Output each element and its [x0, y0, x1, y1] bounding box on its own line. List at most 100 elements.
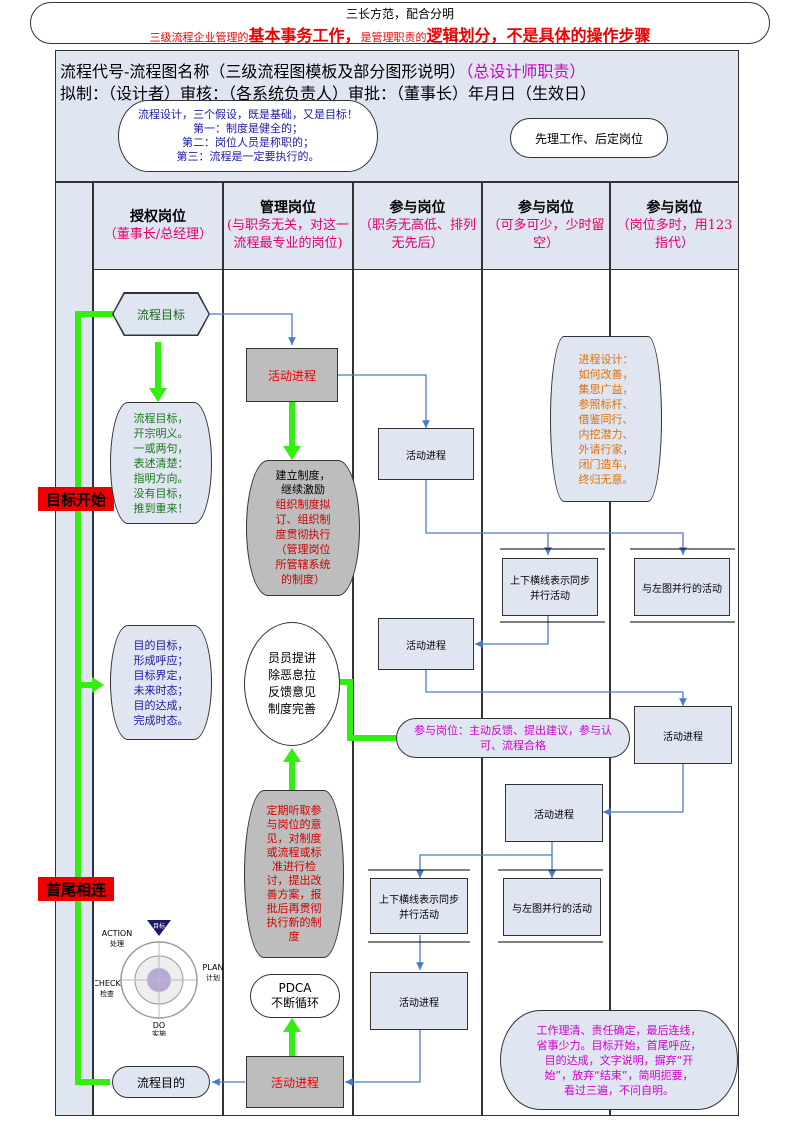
assumptions-box: 流程设计，三个假设，既是基础，又是目标！ 第一：制度是健全的； 第二：岗位人员是… — [118, 100, 378, 172]
final-line: 目的达成，文字说明，摒弃“开 — [544, 1053, 694, 1067]
review-line: 讨，提出改 — [266, 874, 322, 887]
note-line: 目的目标， — [133, 638, 189, 652]
note-line: 一或两句， — [133, 441, 189, 455]
arrow-p1d-to-bottom — [345, 1030, 421, 1086]
feedback-line: 制度完善 — [267, 702, 316, 716]
review-line: 善方案，报 — [266, 888, 322, 901]
system-line: （管理岗位 — [275, 543, 331, 556]
system-node: 建立制度， 继续激励 组织制度拟 订、组织制 度贯彻执行 （管理岗位 所管辖系统… — [246, 460, 360, 596]
review-line: 准进行检 — [272, 860, 316, 873]
note-line: 目标界定， — [133, 668, 189, 682]
lane-header-5: 参与岗位 （岗位多时，用123指代） — [610, 182, 739, 270]
goal-node-text: 流程目标 — [113, 293, 209, 335]
lane-sub: （董事长/总经理） — [103, 227, 213, 242]
purpose-node: 流程目的 — [112, 1066, 210, 1098]
activity-p1b: 活动进程 — [378, 618, 474, 670]
purpose-note: 目的目标，形成呼应；目标界定，未来时态；目的达成，完成时态。 — [110, 625, 212, 740]
assumption-line: 第三：流程是一定要执行的。 — [176, 150, 320, 163]
review-line: 度 — [288, 930, 300, 943]
sign-line: 拟制：（设计者）审核：（各系统负责人）审批：（董事长）年月日（生效日） — [60, 84, 597, 103]
green-arrow-feedback — [340, 679, 396, 741]
lane-header-2: 管理岗位 (与职务无关，对这一流程最专业的岗位) — [223, 182, 353, 270]
banner-part-b: 基本事务工作， — [248, 26, 361, 45]
system-line: 组织制度拟 — [275, 498, 331, 511]
note-line: 开宗明义。 — [133, 426, 189, 440]
principle-box: 先理工作、后定岗位 — [510, 118, 668, 158]
review-line: 与岗位的意 — [266, 818, 322, 831]
arrow-p2-to-p1b — [475, 612, 549, 648]
goal-note: 流程目标，开宗明义。一或两句，表述清楚：指明方向。没有目标，推到重来！ — [110, 402, 212, 524]
pdca-line: PDCA — [278, 981, 312, 995]
note-line: 完成时态。 — [133, 713, 189, 727]
note-line: 推到重来！ — [133, 501, 189, 515]
lane-sub: （岗位多时，用123指代） — [616, 218, 733, 251]
arrow-p2b-to-p1c — [416, 842, 553, 878]
design-line: 集思广益， — [578, 382, 634, 396]
arrow-p1-to-p3 — [548, 532, 687, 555]
final-line: 省事少力。目标开始，首尾呼应， — [536, 1038, 702, 1052]
lane-title: 参与岗位 — [646, 200, 703, 216]
pdca-target-marker — [147, 920, 171, 936]
side-strip — [55, 182, 93, 1116]
parallel-p2c: 与左图并行的活动 — [503, 878, 601, 936]
design-line: 内挖潜力、 — [578, 427, 634, 441]
final-line: 工作理清、责任确定，最后连线， — [536, 1023, 702, 1037]
assumption-line: 第二：岗位人员是称职的； — [182, 136, 314, 149]
activity-p1a: 活动进程 — [378, 428, 474, 480]
parallel-p1c: 上下横线表示同步并行活动 — [370, 878, 468, 934]
lane-title: 参与岗位 — [389, 200, 446, 216]
note-line: 形成呼应； — [133, 653, 189, 667]
lane-title: 授权岗位 — [129, 209, 186, 225]
pdca-target: 目标 — [153, 922, 165, 930]
system-line: 所管辖系统 — [275, 558, 331, 571]
arrow-p3b-to-p2b — [603, 764, 684, 816]
flow-title: 流程代号-流程图名称（三级流程图模板及部分图形说明）（总设计师职责） — [60, 58, 585, 82]
review-line: 批后再贯彻 — [266, 902, 322, 915]
note-line: 流程目标， — [133, 411, 189, 425]
pdca-wheel: 目标 ACTION 处理 PLAN 计划 CHECK 检查 DO 实施 — [95, 920, 224, 1036]
system-title: 继续激励 — [281, 483, 325, 496]
design-line: 终归无意。 — [578, 472, 634, 486]
banner-part-d: 逻辑划分，不是具体的操作步骤 — [426, 26, 651, 45]
pdca-plan: PLAN — [203, 963, 224, 972]
flow-title-text: 流程代号-流程图名称（三级流程图模板及部分图形说明） — [60, 62, 466, 81]
lane-sub: （职务无高低、排列无先后） — [358, 218, 476, 251]
lane-title: 参与岗位 — [518, 200, 574, 216]
lane-title: 管理岗位 — [260, 200, 316, 216]
parallel-p2a: 上下横线表示同步并行活动 — [502, 558, 598, 616]
final-note: 工作理清、责任确定，最后连线，省事少力。目标开始，首尾呼应，目的达成，文字说明，… — [500, 1010, 738, 1110]
parallel-p3a: 与左图并行的活动 — [634, 558, 730, 616]
parallel-lines — [368, 548, 735, 943]
activity-p3b: 活动进程 — [634, 706, 732, 764]
activity-bottom: 活动进程 — [246, 1056, 344, 1108]
final-line: 看过三遍，不问自明。 — [564, 1083, 674, 1097]
tag-start: 目标开始 — [38, 487, 114, 511]
arrow-p1b-to-p3b — [425, 670, 687, 706]
pdca-do: DO — [153, 1021, 165, 1030]
activity-top: 活动进程 — [246, 348, 338, 402]
design-line: 进程设计： — [578, 352, 634, 366]
pdca-check-cn: 检查 — [100, 989, 114, 998]
assumption-line: 流程设计，三个假设，既是基础，又是目标！ — [138, 108, 358, 121]
arrow-p1-to-p2 — [425, 480, 552, 555]
review-line: 定期听取参 — [266, 804, 322, 817]
feedback-line: 员员提讲 — [267, 651, 316, 665]
note-line: 未来时态； — [133, 683, 189, 697]
final-line: 始”，放弃“结束”，简明扼要， — [544, 1068, 694, 1082]
design-line: 参照标杆、 — [578, 397, 634, 411]
feedback-node: 员员提讲除恶息拉反馈意见制度完善 — [244, 622, 340, 746]
arrow-goal-to-activity — [210, 313, 296, 345]
review-line: 或流程或标 — [266, 846, 322, 859]
review-node: 定期听取参与岗位的意见，对制度或流程或标准进行检讨，提出改善方案，报批后再贯彻执… — [244, 790, 344, 958]
banner-line1: 三长方范，配合分明 — [345, 7, 454, 21]
pdca-do-cn: 实施 — [152, 1029, 166, 1036]
system-title: 建立制度， — [275, 469, 331, 482]
loop-line — [75, 311, 122, 1085]
design-line: 如何改善， — [578, 367, 634, 381]
pdca-action-cn: 处理 — [110, 939, 124, 948]
lane-header-1: 授权岗位 （董事长/总经理） — [93, 182, 223, 270]
lane-sub: (与职务无关，对这一流程最专业的岗位) — [226, 218, 350, 251]
participate-node: 参与岗位：主动反馈、提出建议，参与认可、流程合格 — [396, 718, 630, 758]
pdca-action: ACTION — [102, 929, 132, 938]
